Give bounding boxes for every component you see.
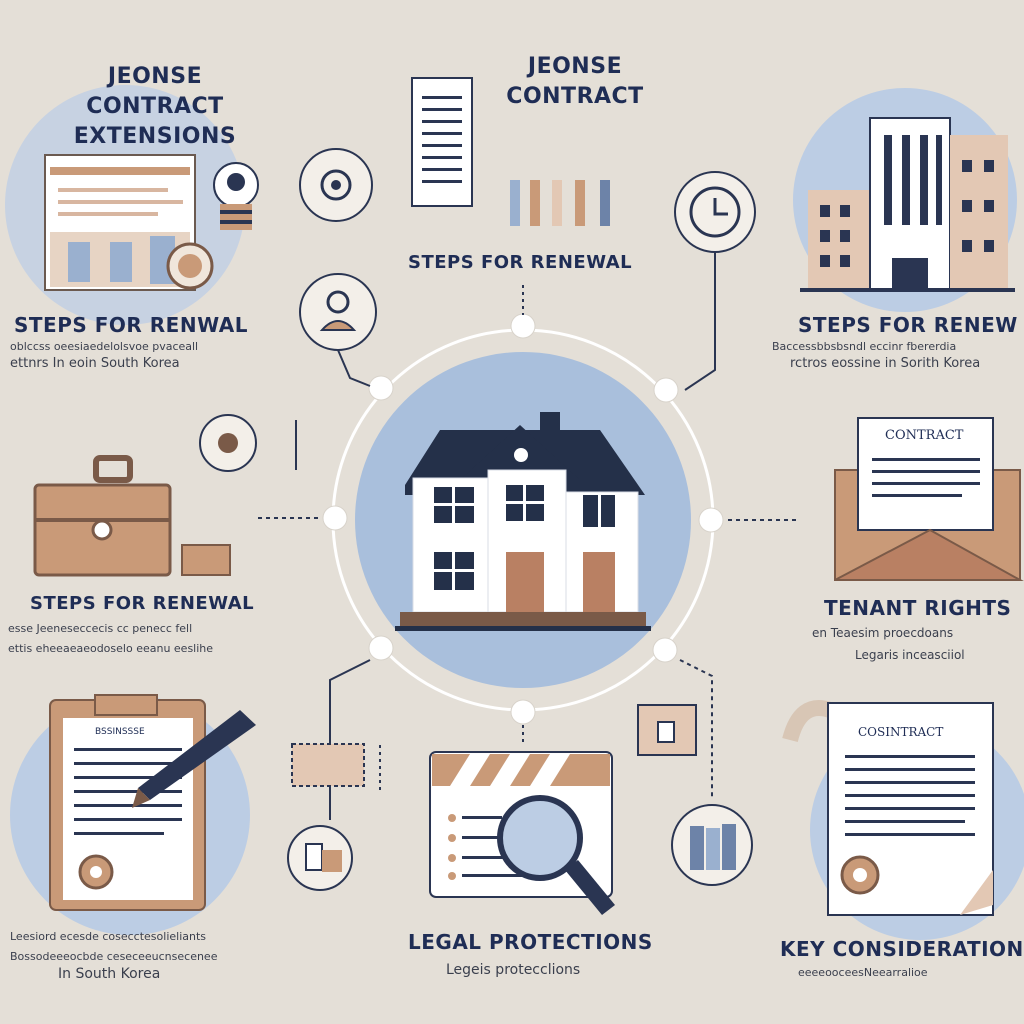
- steps-mid-left-sub-1: esse Jeeneseccecis cc penecc fell: [8, 622, 193, 635]
- steps-left-sub-1: oblccss oeesiaedelolsvoe pvaceall: [10, 340, 199, 353]
- lightbulb-icon: [213, 162, 259, 230]
- connector: [684, 252, 716, 391]
- steps-right-sub-1: Baccessbbsbsndl eccinr fbererdia: [772, 340, 957, 353]
- bottom-left-sub-1: Leesiord ecesde cosecctesolieliants: [10, 930, 207, 943]
- bottom-left-sub-3: In South Korea: [58, 966, 161, 982]
- clock-badge-icon: [674, 171, 756, 253]
- title-left: JEONSE CONTRACT EXTENSIONS: [40, 62, 270, 152]
- title-center-line-2: CONTRACT: [506, 84, 644, 109]
- tenant-rights-sub-1: en Teaesim proecdoans: [812, 626, 954, 640]
- title-left-line-2: CONTRACT: [86, 94, 224, 119]
- document-icon: [411, 77, 473, 207]
- title-left-line-3: EXTENSIONS: [73, 124, 237, 149]
- title-left-line-1: JEONSE: [107, 64, 203, 89]
- ring-node: [510, 699, 536, 725]
- contract-form-icon: [44, 154, 214, 291]
- steps-mid-left-sub-2: ettis eheeaeaeodoselo eeanu eeslihe: [8, 642, 214, 655]
- pen-icon: [132, 710, 256, 808]
- tenant-rights-sub-2: Legaris inceasciiol: [855, 648, 965, 662]
- briefcase-icon: [33, 414, 257, 577]
- steps-right: STEPS FOR RENEW: [798, 313, 1018, 337]
- clipboard-icon: [49, 694, 206, 911]
- legal-protections-sub: Legeis protecclions: [446, 962, 581, 978]
- stamp-icon: [637, 704, 697, 756]
- tag-icon: [291, 743, 365, 787]
- legal-protections: LEGAL PROTECTIONS: [408, 930, 653, 954]
- scroll-contract-label: COSINTRACT: [858, 725, 944, 739]
- key-considerations: KEY CONSIDERATION: [780, 937, 1024, 961]
- person-pin-icon: [299, 273, 377, 351]
- ring-node: [652, 637, 678, 663]
- envelope-contract-label: CONTRACT: [885, 428, 964, 443]
- tenant-rights: TENANT RIGHTS: [824, 596, 1012, 620]
- ring-node: [510, 313, 536, 339]
- bar-graph-icon: [510, 180, 610, 226]
- ring-node: [653, 377, 679, 403]
- ring-node: [698, 507, 724, 533]
- folder-icon: [287, 825, 353, 891]
- ring-node: [368, 375, 394, 401]
- steps-top-center: STEPS FOR RENEWAL: [408, 252, 633, 273]
- books-icon: [671, 804, 753, 886]
- coin-icon: [299, 148, 373, 222]
- steps-left: STEPS FOR RENWAL: [14, 313, 248, 337]
- connector: [329, 659, 371, 820]
- ring-node: [368, 635, 394, 661]
- envelope-contract-icon: [834, 417, 1024, 581]
- steps-mid-left: STEPS FOR RENEWAL: [30, 593, 255, 614]
- key-considerations-sub: eeeeooceesNeearralioe: [798, 966, 928, 979]
- ring-nodes: [322, 313, 724, 725]
- connector: [337, 349, 371, 387]
- building-icon: [800, 117, 1015, 292]
- browser-search-icon: [429, 751, 615, 915]
- bottom-left-sub-2: Bossodeeeocbde ceseceeucnsecenee: [10, 950, 218, 963]
- clipboard-header-label: BSSINSSSE: [95, 727, 145, 737]
- steps-right-sub-2: rctros eossine in Sorith Korea: [790, 356, 981, 371]
- house-icon: [395, 412, 651, 631]
- steps-left-sub-2: ettnrs In eoin South Korea: [10, 356, 180, 371]
- title-center-line-1: JEONSE: [527, 54, 623, 79]
- ring-node: [322, 505, 348, 531]
- contract-scroll-icon: [782, 700, 994, 916]
- title-center: JEONSE CONTRACT: [470, 52, 680, 112]
- connector: [679, 659, 713, 800]
